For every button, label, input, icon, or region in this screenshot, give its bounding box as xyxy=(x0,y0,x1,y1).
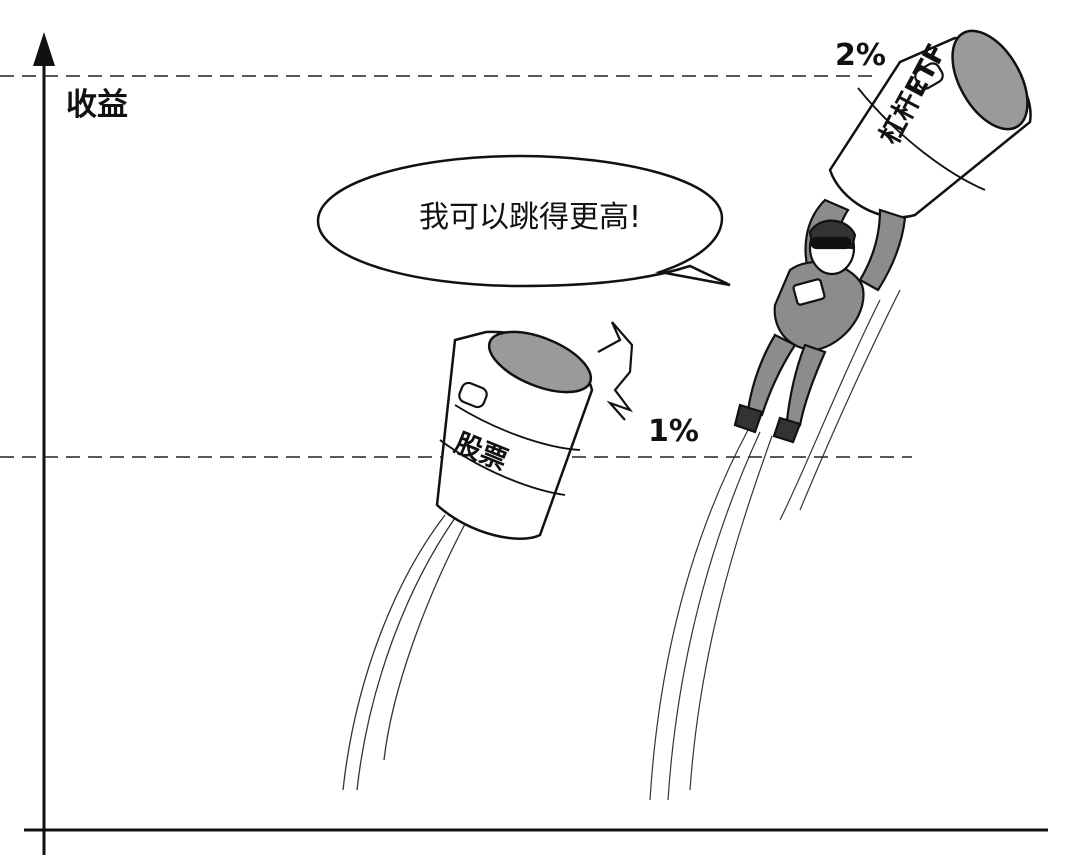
etf-barrel-handle-icon xyxy=(914,62,944,90)
speech-bubble-text: 我可以跳得更高! xyxy=(418,200,642,235)
etf-trail xyxy=(649,289,901,801)
impact-burst-icon xyxy=(597,321,634,421)
chest-emblem-icon xyxy=(792,278,826,306)
etf-barrel xyxy=(828,29,1032,219)
mask-icon xyxy=(810,236,852,250)
stock-barrel-handle-icon xyxy=(458,381,488,409)
y-axis-arrow xyxy=(33,32,55,66)
level-label-high: 2% xyxy=(835,38,886,73)
superhero-figure xyxy=(733,198,907,444)
stock-barrel xyxy=(435,330,594,540)
level-label-low: 1% xyxy=(648,414,699,449)
y-axis-label: 收益 xyxy=(66,87,128,123)
speech-bubble xyxy=(316,154,731,288)
stock-trail xyxy=(342,514,467,791)
